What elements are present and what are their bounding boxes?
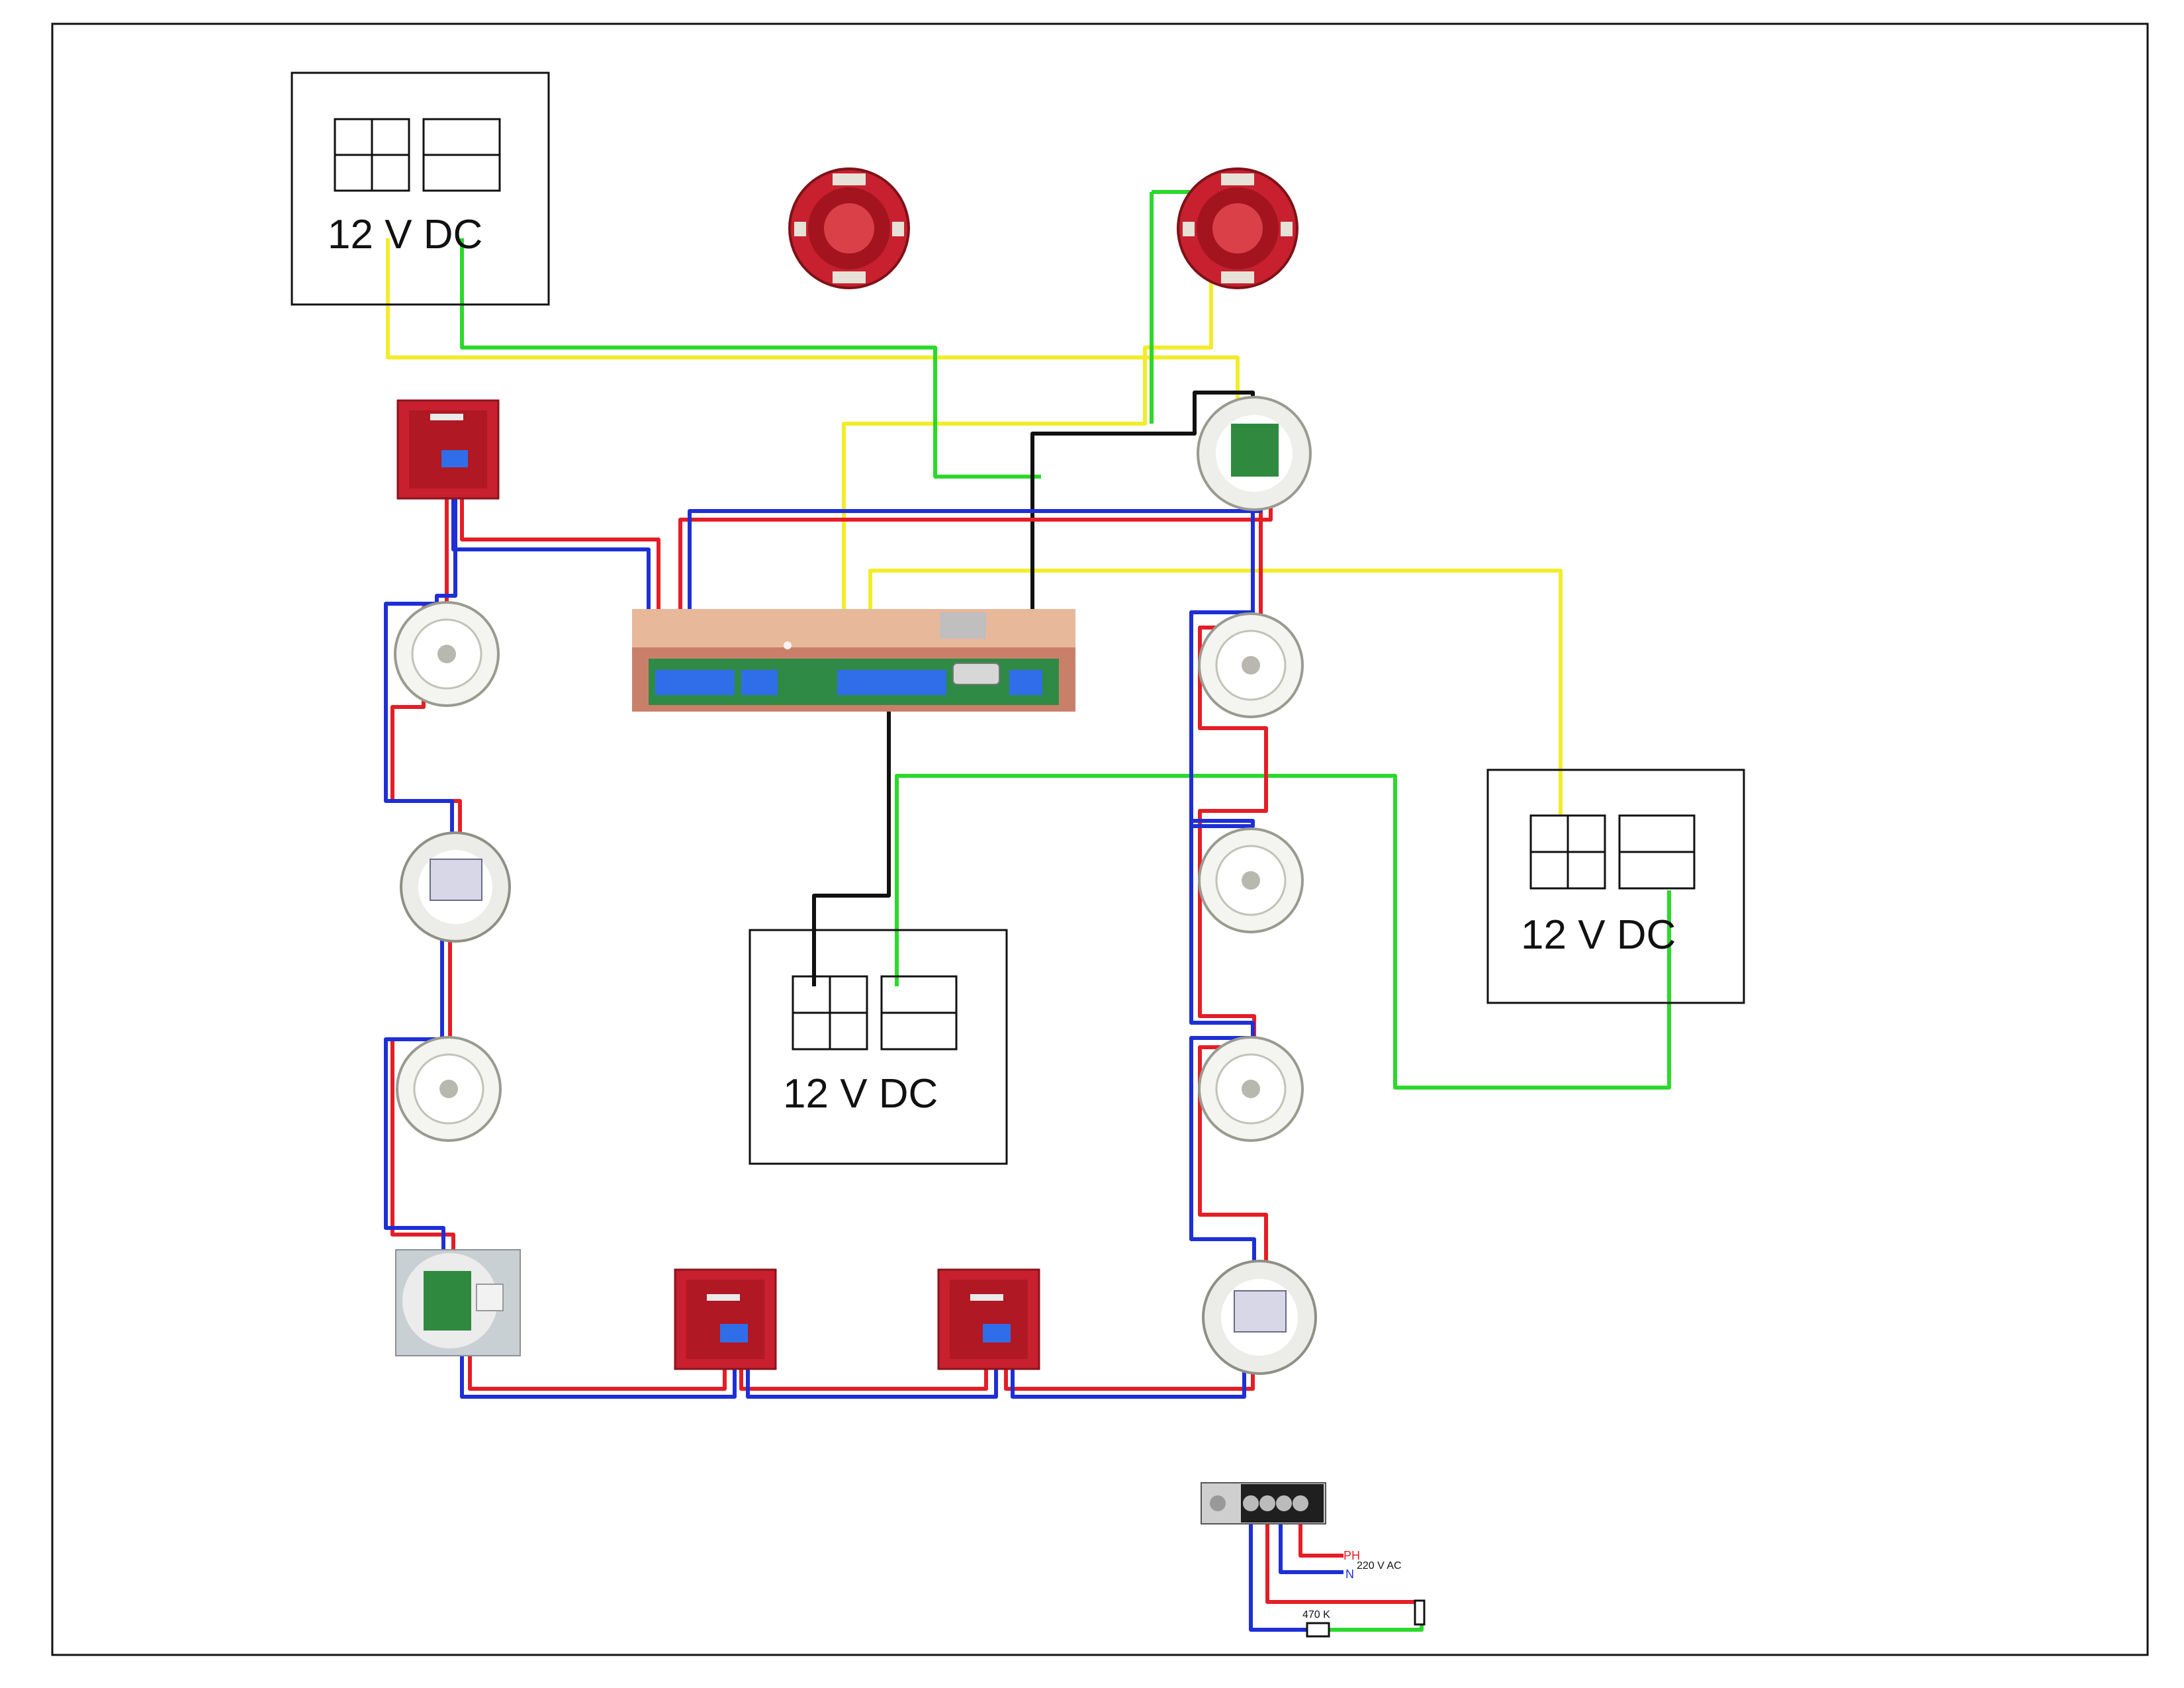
green-wire-psu-center-to-right <box>895 774 1671 1090</box>
diagram-frame <box>51 23 2149 1656</box>
module-pcb <box>1231 424 1279 477</box>
mains-terminal-block <box>1201 1482 1326 1524</box>
isolator-module-left-4 <box>395 1249 521 1356</box>
psu-center: 12 V DC <box>749 929 1008 1165</box>
call-point-bottom-left <box>674 1268 777 1370</box>
terminal-screw <box>1210 1495 1226 1511</box>
resistor-green-wire <box>1329 1615 1424 1632</box>
detector-module-right-4 <box>1202 1260 1317 1375</box>
psu-top-left: 12 V DC <box>291 71 550 306</box>
detector-base-right-2 <box>1198 827 1304 933</box>
psu-voltage-label: 12 V DC <box>1521 912 1676 958</box>
panel-terminal-block <box>741 670 778 695</box>
panel-board-top <box>632 609 1075 647</box>
terminal-screw <box>1259 1495 1275 1511</box>
detector-center <box>439 1080 458 1098</box>
red-loop-right-chain <box>1198 503 1268 1268</box>
detector-center <box>437 645 456 663</box>
psu-voltage-label: 12 V DC <box>328 212 482 258</box>
resistor-body <box>1306 1622 1330 1638</box>
control-panel-board <box>632 609 1075 712</box>
sounder-base-left <box>788 167 910 289</box>
green-wire-psu-top-to-base <box>460 238 1041 479</box>
terminal-screw <box>1276 1495 1292 1511</box>
detector-center <box>1242 871 1260 890</box>
terminal-screw <box>1243 1495 1259 1511</box>
sounder-terminal <box>1221 271 1254 283</box>
detector-base-left-1 <box>394 601 500 707</box>
call-point-switch <box>707 1294 740 1301</box>
psu-box <box>749 929 1008 1165</box>
mains-neutral-wire <box>1279 1506 1343 1574</box>
detector-module-board <box>430 859 482 901</box>
resistor-blue-wire <box>1249 1506 1307 1632</box>
wires-green <box>460 190 1671 1090</box>
panel-connector <box>952 663 1000 685</box>
detector-module-left-2 <box>400 831 511 943</box>
sounder-terminal <box>1183 222 1195 236</box>
blue-loop-right-chain <box>1189 503 1256 1268</box>
resistor-symbol <box>1306 1599 1426 1638</box>
call-point-bottom-right <box>937 1268 1040 1370</box>
sounder-terminal <box>1221 173 1254 185</box>
sounder-terminal <box>892 222 904 236</box>
call-point-plate <box>409 410 487 489</box>
psu-voltage-label: 12 V DC <box>783 1071 938 1117</box>
call-point-switch <box>970 1294 1003 1301</box>
blue-loop-bottom <box>460 1301 1246 1399</box>
panel-chip <box>940 612 986 639</box>
sounder-terminal <box>1281 222 1293 236</box>
mains-phase-label: PH <box>1343 1549 1360 1562</box>
panel-terminal-block <box>913 670 946 695</box>
mains-neutral-label: N <box>1345 1568 1354 1581</box>
call-point-top <box>396 399 500 500</box>
resistor-value-label: 470 K <box>1302 1609 1330 1620</box>
yellow-wire-base-to-panel <box>842 225 1213 669</box>
terminal-screw <box>1293 1495 1308 1511</box>
black-wire-panel-to-psu-center <box>812 702 891 986</box>
call-point-terminal <box>983 1324 1011 1342</box>
wires-red-loop <box>390 463 1273 1391</box>
red-loop-callpoint-to-panel <box>460 463 660 669</box>
end-of-line-resistor-terminal <box>1414 1599 1426 1626</box>
sounder-terminal <box>833 271 866 283</box>
panel-led <box>784 641 792 649</box>
psu-box <box>1486 769 1745 1004</box>
resistor-red-wire <box>1265 1506 1416 1604</box>
detector-module-board <box>1234 1290 1287 1333</box>
sounder-center <box>824 203 874 254</box>
call-point-plate <box>686 1280 764 1359</box>
call-point-terminal <box>720 1324 748 1342</box>
detector-center <box>1242 1080 1260 1098</box>
call-point-switch <box>430 414 463 420</box>
psu-right: 12 V DC <box>1486 769 1745 1004</box>
module-relay <box>476 1284 504 1311</box>
panel-terminal-block <box>655 670 735 695</box>
detector-base-right-3 <box>1198 1036 1304 1142</box>
module-pcb <box>424 1271 471 1331</box>
red-loop-bottom <box>468 1301 1255 1391</box>
detector-base-left-3 <box>396 1036 502 1142</box>
detector-center <box>1242 656 1260 675</box>
detector-base-right-1 <box>1198 612 1304 718</box>
call-point-plate <box>950 1280 1028 1359</box>
call-point-terminal <box>441 450 468 467</box>
mains-voltage-label: 220 V AC <box>1357 1560 1402 1571</box>
sounder-module-top-right <box>1197 396 1312 511</box>
sounder-base-right <box>1177 167 1298 289</box>
psu-box <box>291 71 550 306</box>
panel-terminal-block <box>1009 670 1042 695</box>
sounder-terminal <box>833 173 866 185</box>
sounder-terminal <box>794 222 806 236</box>
sounder-center <box>1212 203 1263 254</box>
